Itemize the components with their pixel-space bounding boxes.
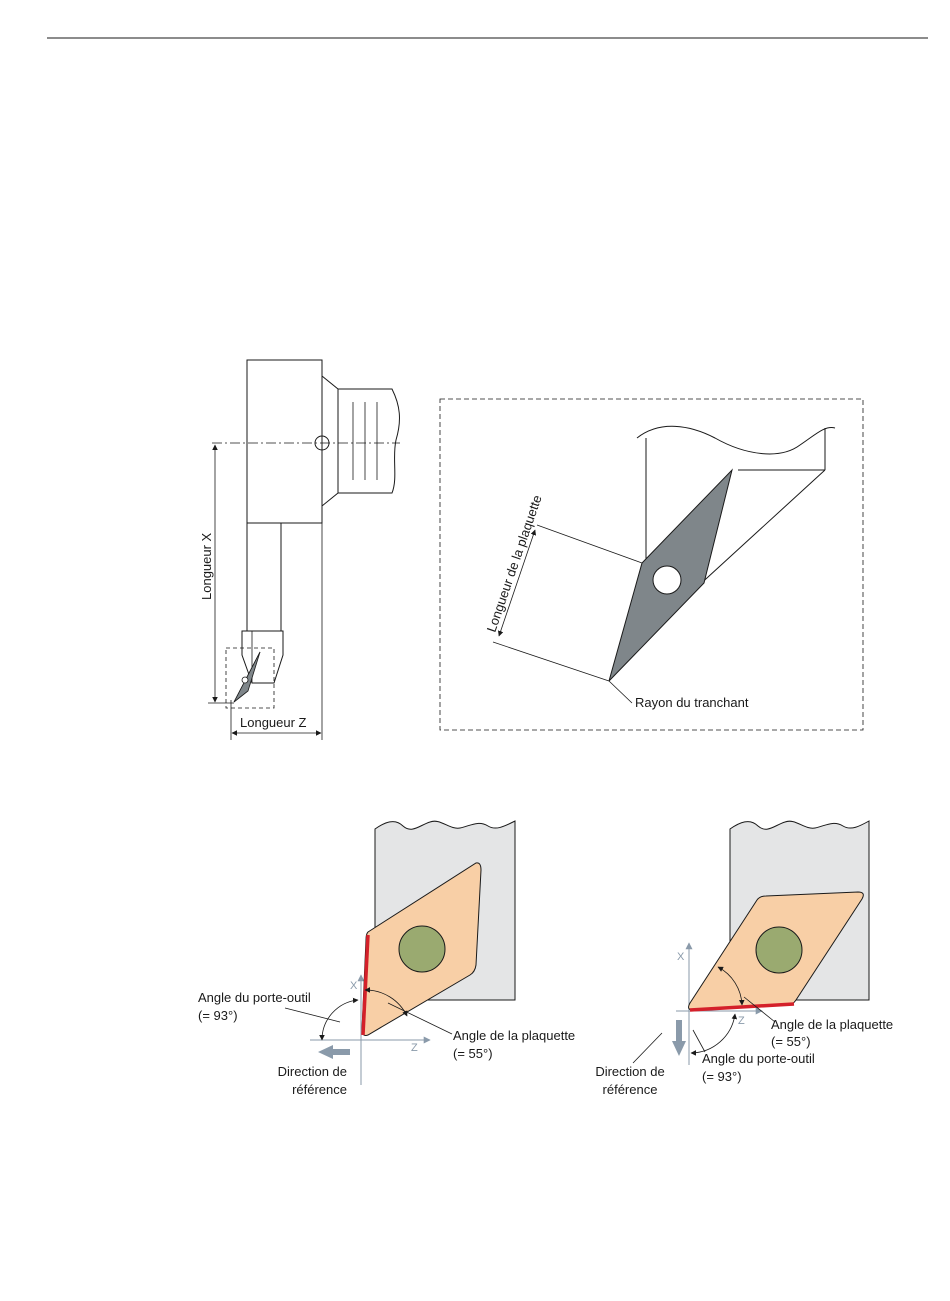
left-holder-angle-value: (= 93°) [198,1008,238,1023]
right-insert-angle-label: Angle de la plaquette [771,1017,893,1032]
left-insert-angle-value: (= 55°) [453,1046,493,1061]
insert-length-label: Longueur de la plaquette [484,493,545,634]
right-holder-angle-value: (= 93°) [702,1069,742,1084]
left-axis-z: Z [411,1042,418,1054]
right-ref-direction-1: Direction de [595,1064,664,1079]
right-ref-direction-2: référence [603,1082,658,1097]
detail-insert-figure [493,426,835,703]
left-axis-x: X [350,980,358,992]
right-holder-angle-label: Angle du porte-outil [702,1051,815,1066]
length-z-label: Longueur Z [240,715,307,730]
left-ref-direction-2: référence [292,1082,347,1097]
left-ref-direction-1: Direction de [278,1064,347,1079]
right-axis-z: Z [738,1015,745,1027]
tool-holder-figure [208,360,400,740]
right-axis-x: X [677,951,685,963]
left-holder-angle-label: Angle du porte-outil [198,990,311,1005]
length-x-label: Longueur X [199,532,214,600]
right-insert-angle-value: (= 55°) [771,1034,811,1049]
cutting-radius-label: Rayon du tranchant [635,695,749,710]
left-insert-angle-label: Angle de la plaquette [453,1028,575,1043]
